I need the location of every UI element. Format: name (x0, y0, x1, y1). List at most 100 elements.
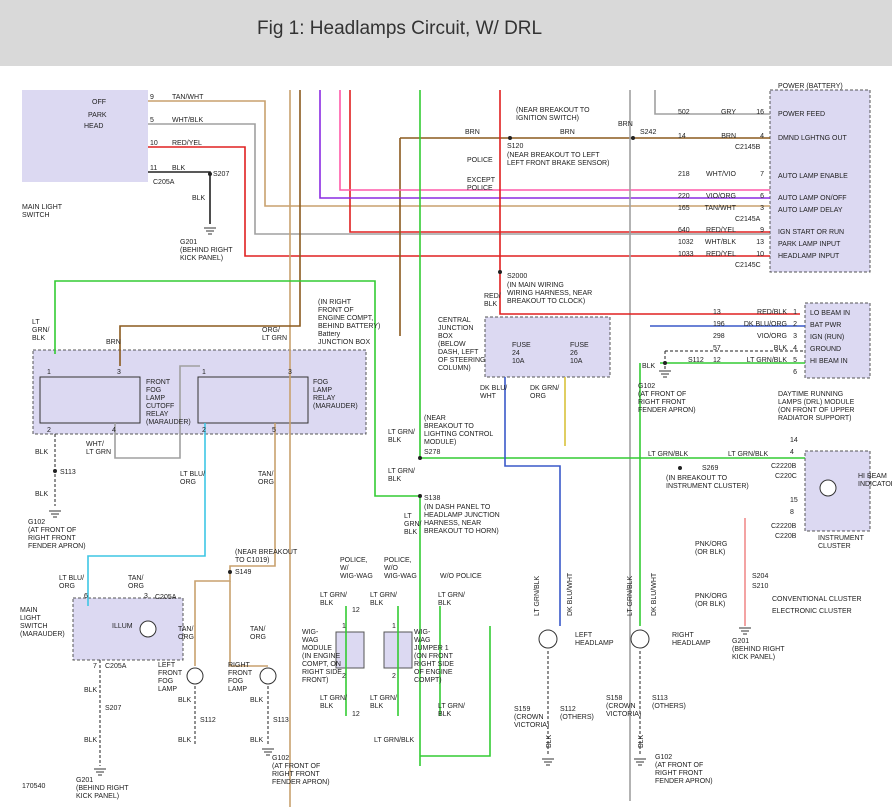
dot-s149 (228, 570, 232, 574)
dot-s278 (418, 456, 422, 460)
drl-wire-2: VIO/ORG (757, 333, 787, 340)
wire-label-dk-grn-org: DK GRN/ORG (530, 385, 559, 400)
right-fog-lamp-icon (259, 667, 277, 685)
wire-label-lt-grn-blk-4: LT GRN/BLK (648, 451, 689, 458)
drl-row-label-3: GROUND (810, 346, 841, 353)
drl-pin-0: 1 (793, 309, 797, 316)
wire-label-lt-grn-blk-5: LT GRN/BLK (728, 451, 769, 458)
wire-label-brn-1: BRN (465, 129, 480, 136)
wire-label-pnk-org: PNK/ORG(OR BLK) (695, 541, 727, 556)
wig-lt-grn-blk-bottom: LT GRN/BLK (374, 737, 415, 744)
splice-s149: S149 (235, 569, 251, 576)
splice-s242: S242 (640, 129, 656, 136)
module-box (769, 89, 871, 273)
marauder-switch-box (72, 597, 184, 661)
ground-symbol-5 (542, 758, 554, 766)
fog-relay-pin-2: 2 (202, 427, 206, 434)
wire-label-red-yel: RED/YEL (172, 140, 202, 147)
legend-conventional: CONVENTIONAL CLUSTER (772, 596, 862, 603)
wig-pin-12-top: 12 (352, 607, 360, 614)
module-pin-7: 10 (756, 251, 764, 258)
wire-label-red-blk: RED/BLK (484, 293, 501, 308)
ground-symbol-2 (49, 510, 61, 518)
ground-symbol-7 (659, 370, 671, 378)
wire-wht-blk (148, 123, 770, 235)
wire-lt-blue (87, 423, 206, 606)
front-fog-relay-box (39, 376, 141, 424)
ground-symbol-8 (739, 627, 751, 635)
diagram-title: Fig 1: Headlamps Circuit, W/ DRL (257, 18, 543, 39)
module-row-label-4: AUTO LAMP DELAY (778, 207, 843, 214)
wire-pink (339, 90, 770, 191)
splice-s207-2: S207 (105, 705, 121, 712)
dot-s113 (53, 469, 57, 473)
drl-pin-6: 6 (793, 369, 797, 376)
module-wire-7: RED/YEL (706, 251, 736, 258)
illum-lamp-icon (139, 620, 157, 638)
junction-brn: BRN (106, 339, 121, 346)
connector-c220b: C220B (775, 533, 797, 540)
module-wire-2: WHT/VIO (706, 171, 736, 178)
module-pin-2: 7 (760, 171, 764, 178)
wig-lt-grn-blk-5: LT GRN/BLK (370, 695, 397, 710)
cluster-pin-15: 15 (790, 497, 798, 504)
main-light-switch-box (22, 90, 148, 182)
module-circuit-3: 220 (678, 193, 690, 200)
police-label: POLICE (467, 157, 493, 164)
wig-lt-grn-blk-6: LT GRN/BLK (438, 703, 465, 718)
module-row-label-3: AUTO LAMP ON/OFF (778, 195, 847, 202)
splice-s138: S138 (424, 495, 440, 502)
wire-label-brn-3: BRN (618, 121, 633, 128)
module-wire-3: VIO/ORG (706, 193, 736, 200)
wire-label-dk-blu-wht: DK BLU/WHT (480, 385, 507, 400)
connector-c220c: C220C (775, 473, 797, 480)
drl-row-label-4: HI BEAM IN (810, 358, 848, 365)
ground-symbols (49, 227, 751, 776)
splice-s113: S113 (60, 469, 76, 476)
module-pin-1: 4 (760, 133, 764, 140)
cluster-pin-4: 4 (790, 449, 794, 456)
figure-id: 170540 (22, 783, 45, 790)
splice-s207: S207 (213, 171, 229, 178)
module-circuit-6: 1032 (678, 239, 694, 246)
legend-electronic: ELECTRONIC CLUSTER (772, 608, 852, 615)
fog-relay-pin-5: 5 (272, 427, 276, 434)
drl-pin-2: 3 (793, 333, 797, 340)
wig-lt-grn-blk-3: LT GRN/BLK (438, 592, 465, 607)
wire-red-blk (499, 90, 800, 315)
wire-label-brn-2: BRN (560, 129, 575, 136)
marauder-pin-6: 6 (84, 593, 88, 600)
wire-purple (319, 90, 770, 199)
switch-ground-wire: BLK (192, 195, 206, 202)
switch-pin-5: 5 (150, 117, 154, 124)
front-fog-pin-4: 4 (112, 427, 116, 434)
vlabel-right-lt-grn-blk: LT GRN/BLK (627, 575, 634, 616)
drl-pin-3: 4 (793, 345, 797, 352)
fog-blk-6: BLK (250, 737, 264, 744)
module-row-label-2: AUTO LAMP ENABLE (778, 173, 848, 180)
drl-circuit-4: 12 (713, 357, 721, 364)
dot-s269 (678, 466, 682, 470)
wire-tan-org-2 (229, 581, 268, 667)
wire-red-yel (148, 146, 770, 257)
module-row-label-5: IGN START OR RUN (778, 229, 844, 236)
fog-blk-5: BLK (178, 737, 192, 744)
cluster-pin-8: 8 (790, 509, 794, 516)
wig-module-pin-2: 2 (342, 673, 346, 680)
switch-head-label: HEAD (84, 123, 103, 130)
wig-jumper-pin-1: 1 (392, 623, 396, 630)
splice-s120: S120 (507, 143, 523, 150)
